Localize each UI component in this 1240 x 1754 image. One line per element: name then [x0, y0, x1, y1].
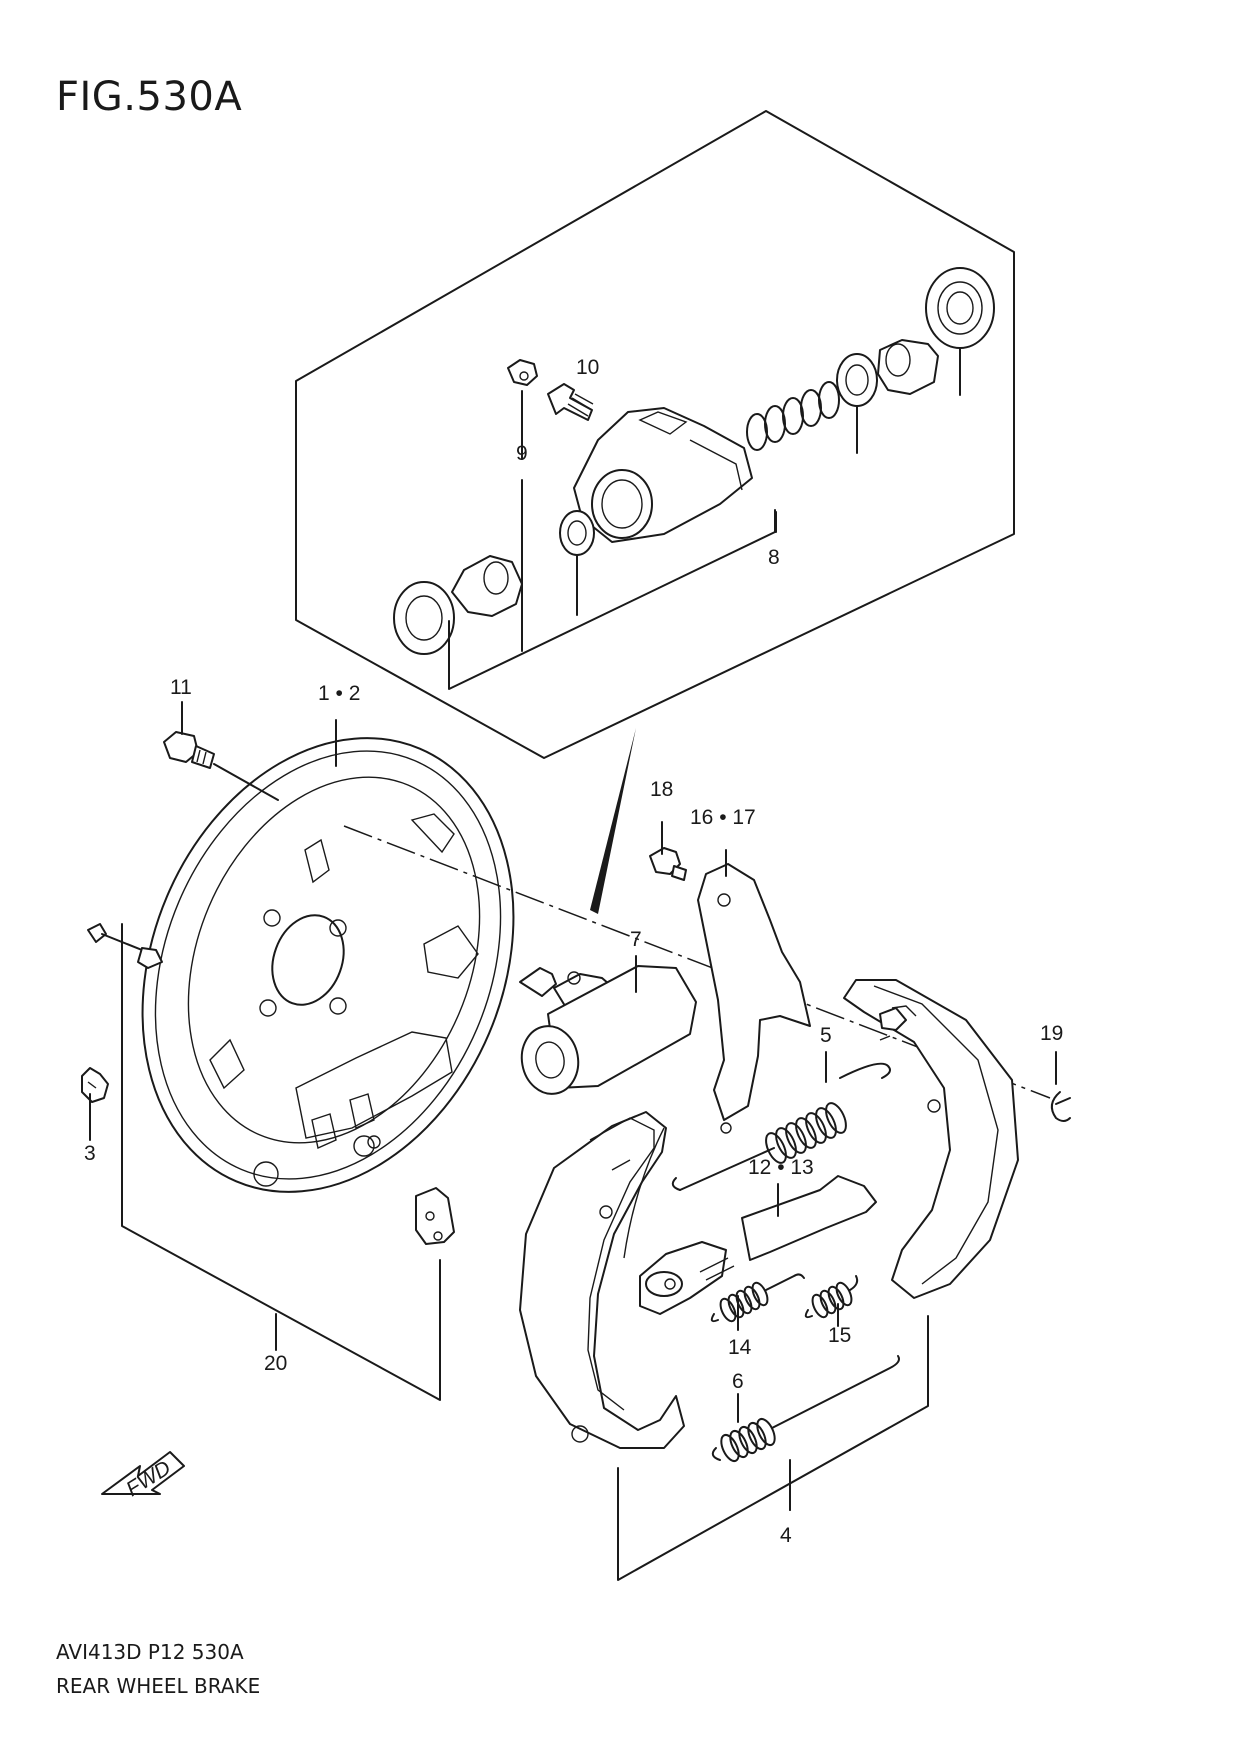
- kit-leaders: [448, 347, 961, 690]
- adjuster-strut: [639, 1175, 877, 1315]
- brake-shoe-right: [843, 979, 1019, 1299]
- shoe-hold-clip: [415, 1187, 455, 1245]
- return-spring-6: [711, 1355, 900, 1463]
- cup-seal-left: [559, 510, 595, 556]
- clip-3: [81, 1067, 109, 1103]
- callout-leaders: [181, 511, 1057, 1423]
- callout-3: 3: [84, 1142, 96, 1165]
- callout-11: 11: [170, 676, 192, 699]
- callout-14: 14: [728, 1336, 752, 1359]
- piston-right: [877, 339, 939, 395]
- leader-20: [89, 923, 441, 1401]
- callout-1-2: 1 • 2: [318, 682, 360, 705]
- centerline: [343, 825, 1051, 1099]
- cup-seal-right: [836, 353, 878, 407]
- callout-12-13: 12 • 13: [748, 1156, 814, 1179]
- callout-15: 15: [828, 1324, 851, 1347]
- fwd-arrow-icon: FWD: [101, 1451, 185, 1501]
- bleeder-cap: [507, 359, 538, 386]
- dust-boot-right: [925, 267, 995, 349]
- bolt-11: [163, 731, 279, 801]
- footer-name: REAR WHEEL BRAKE: [56, 1674, 261, 1698]
- bleeder-screw: [547, 383, 594, 421]
- brake-shoe-left: [519, 1111, 685, 1449]
- hold-down-pin: [87, 923, 163, 969]
- callout-9: 9: [516, 442, 528, 465]
- spring-15: [804, 1275, 859, 1319]
- parking-brake-lever: [697, 863, 811, 1134]
- callout-19: 19: [1040, 1022, 1063, 1045]
- wheel-cylinder-kit-box: [295, 110, 1015, 759]
- callout-16-17: 16 • 17: [690, 806, 756, 829]
- spring-14: [710, 1273, 805, 1323]
- footer-code: AVI413D P12 530A: [56, 1640, 244, 1664]
- callout-5: 5: [820, 1024, 832, 1047]
- callout-10: 10: [576, 356, 599, 379]
- spring-kit: [746, 381, 840, 451]
- dust-boot-left: [393, 581, 455, 655]
- callout-8: 8: [768, 546, 780, 569]
- clip-19: [1050, 1091, 1071, 1122]
- assembly-arrow: [590, 728, 636, 914]
- callout-18: 18: [650, 778, 673, 801]
- return-spring-5: [671, 1062, 891, 1191]
- brake-backing-plate: [141, 737, 515, 1193]
- leader-4: [617, 1315, 929, 1581]
- piston-left: [451, 555, 523, 617]
- bleeder-18: [649, 847, 687, 881]
- wheel-cylinder-body-kit: [573, 407, 753, 543]
- callout-4: 4: [780, 1524, 792, 1547]
- callout-7: 7: [630, 928, 642, 951]
- callout-6: 6: [732, 1370, 744, 1393]
- figure-title: FIG.530A: [56, 74, 243, 120]
- wheel-cylinder: [519, 965, 697, 1095]
- callout-20: 20: [264, 1352, 287, 1375]
